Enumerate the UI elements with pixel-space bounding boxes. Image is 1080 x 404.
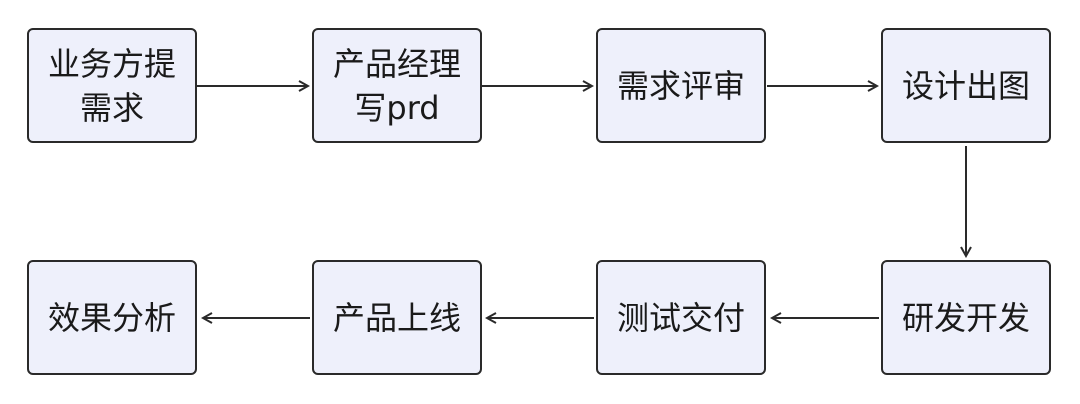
node-label: 设计出图 bbox=[901, 66, 1030, 105]
node-label: 需求评审 bbox=[616, 66, 745, 105]
node-label: 产品经理写prd bbox=[332, 44, 461, 127]
node-development: 研发开发 bbox=[881, 260, 1051, 375]
node-label: 测试交付 bbox=[616, 298, 745, 337]
node-label: 产品上线 bbox=[332, 298, 461, 337]
node-effect-analysis: 效果分析 bbox=[27, 260, 197, 375]
node-pm-write-prd: 产品经理写prd bbox=[312, 28, 482, 143]
node-design-output: 设计出图 bbox=[881, 28, 1051, 143]
node-requirement-review: 需求评审 bbox=[596, 28, 766, 143]
node-testing-delivery: 测试交付 bbox=[596, 260, 766, 375]
node-label: 研发开发 bbox=[901, 298, 1030, 337]
node-label: 业务方提需求 bbox=[47, 44, 176, 127]
node-business-request: 业务方提需求 bbox=[27, 28, 197, 143]
node-product-launch: 产品上线 bbox=[312, 260, 482, 375]
node-label: 效果分析 bbox=[47, 298, 176, 337]
